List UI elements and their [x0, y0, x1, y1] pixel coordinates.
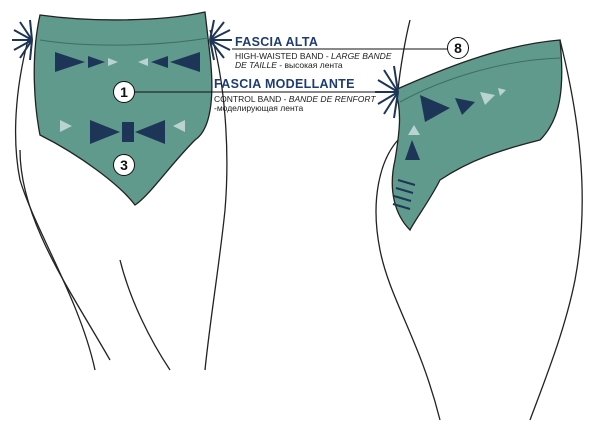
- fascia-alta-title: FASCIA ALTA: [235, 35, 319, 49]
- sunburst-right: [209, 19, 232, 61]
- sunburst-left: [12, 19, 33, 61]
- leader-lines: [132, 48, 452, 93]
- sunburst-side: [375, 65, 416, 210]
- side-body-outline: [375, 19, 583, 421]
- badge-1: 1: [113, 81, 135, 103]
- front-arrows-bottom: [60, 120, 185, 144]
- fascia-modellante-title: FASCIA MODELLANTE: [214, 77, 355, 91]
- fascia-modellante-description: CONTROL BAND - BANDE DE RENFORT: [214, 95, 376, 104]
- fascia-alta-description: HIGH-WAISTED BAND - LARGE BANDE DE TAILL…: [235, 52, 405, 70]
- desc-fr: BANDE DE RENFORT: [288, 94, 376, 104]
- badge-3: 3: [113, 154, 135, 176]
- front-legs-outline: [14, 29, 228, 371]
- desc-ru: - высокая лента: [276, 60, 343, 70]
- fascia-modellante-russian: -моделирующая лента: [214, 103, 304, 113]
- side-brief: [391, 39, 563, 232]
- desc-fr: LARGE BANDE DE TAILLE: [235, 51, 392, 70]
- front-arrows-top: [55, 52, 200, 72]
- desc-en: HIGH-WAISTED BAND -: [235, 51, 332, 61]
- desc-en: CONTROL BAND -: [214, 94, 289, 104]
- side-arrows: [405, 88, 506, 160]
- badge-8: 8: [447, 37, 469, 59]
